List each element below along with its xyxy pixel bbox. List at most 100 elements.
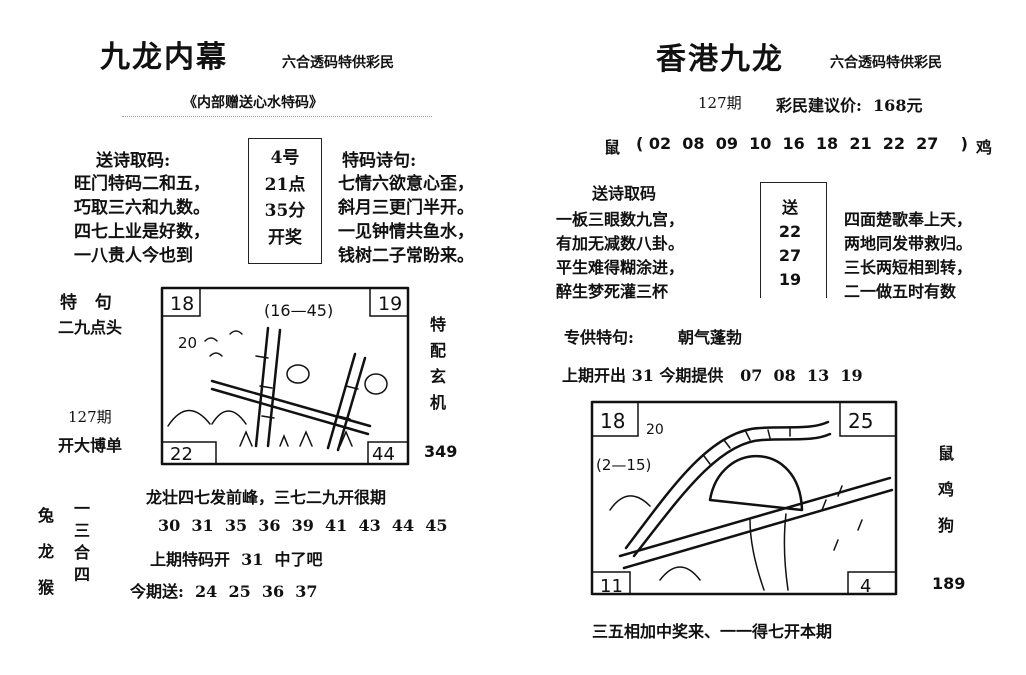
right-sketch-hills (609, 495, 701, 581)
left-special-label: 特 句 (60, 293, 112, 313)
right-side-char: 狗 (937, 516, 954, 535)
right-sketch-stem (749, 513, 789, 591)
right-sketch-note: (2—15) (596, 456, 651, 474)
left-corner-br: 44 (372, 444, 395, 465)
left-zodiac-char: 龙 (37, 542, 54, 561)
left-time-box (248, 138, 322, 264)
left-time-text: 4号 21点 35分 开奖 (256, 144, 314, 252)
left-corner-tr: 19 (378, 293, 402, 315)
left-poem-line: 钱树二子常盼来。 (338, 246, 474, 266)
right-poem-line: 二一做五时有数 (844, 282, 957, 301)
right-poem-line: 四面楚歌奉上天， (844, 210, 973, 229)
right-box-text: 送 22 27 19 (768, 196, 812, 292)
left-corner-br-box (367, 441, 409, 465)
right-box-left-line (760, 182, 761, 298)
right-corner-bl: 11 (600, 576, 623, 596)
left-side-char: 特 (429, 315, 446, 334)
left-sketch-mark: 20 (178, 334, 197, 352)
left-today-send: 今期送: 24 25 36 37 (130, 582, 318, 601)
left-poem-line: 一见钟情共鱼水， (338, 222, 474, 242)
left-numbers: 30 31 35 36 39 41 43 44 45 (158, 516, 448, 535)
left-zodiac-char: 三 (73, 521, 90, 540)
right-sketch-beam (618, 476, 894, 570)
left-subtitle: 六合透码特供彩民 (282, 55, 394, 71)
right-poem-line: 两地同发带救归。 (844, 234, 973, 253)
right-title: 香港九龙 (656, 42, 784, 77)
left-send-poem: 旺门特码二和五， 巧取三六和九数。 四七上业是好数， 一八贵人今也到 (74, 172, 210, 268)
left-corner-tl-box (161, 287, 201, 317)
left-zodiac-char: 合 (73, 543, 90, 562)
left-sketch-pole-1-nodes (255, 355, 275, 419)
right-box-top-line (760, 182, 826, 183)
right-sketch-grass (821, 485, 863, 551)
right-send-line: 一板三眼数九宫， (556, 210, 685, 229)
right-send-poem: 一板三眼数九宫， 有加无减数八卦。 平生难得糊涂进， 醉生梦死灌三杯 (556, 208, 684, 304)
right-corner-tl: 18 (600, 409, 625, 433)
left-big-bet: 开大博单 (58, 436, 123, 455)
left-corner-bl-box (161, 441, 217, 465)
right-send-line: 有加无减数八卦。 (556, 234, 685, 253)
left-special-phrase: 二九点头 (58, 318, 123, 337)
left-time-line: 35分 (264, 201, 306, 221)
left-side-number: 349 (424, 442, 458, 461)
right-last-provide: 上期开出 31 今期提供 07 08 13 19 (562, 366, 863, 385)
left-send-line: 一八贵人今也到 (74, 246, 193, 266)
right-sketch-dragon-bottom (632, 432, 832, 558)
left-period: 127期 (68, 408, 112, 426)
left-zodiac-char: 一 (73, 499, 90, 518)
left-sketch-frame (160, 286, 410, 466)
right-send-line: 醉生梦死灌三杯 (556, 282, 669, 301)
left-sketch-pole-2 (326, 352, 367, 452)
right-sketch: 18 25 11 4 (2—15) 20 (590, 400, 898, 596)
right-sketch-dragon-top (624, 420, 830, 550)
left-sketch-crossbar (210, 379, 372, 436)
right-sketch-sun (708, 454, 804, 512)
right-side-char: 鸡 (937, 480, 954, 499)
right-sketch-frame (590, 400, 898, 596)
right-side-vertical: 鼠 鸡 狗 (936, 436, 956, 544)
left-sketch-note: (16—45) (264, 301, 333, 320)
right-corner-br-box (847, 571, 897, 595)
left-side-char: 机 (429, 393, 446, 412)
left-send-label: 送诗取码: (96, 151, 171, 171)
left-poem-line: 斜月三更门半开。 (338, 198, 474, 218)
left-side-vertical: 特 配 玄 机 (428, 312, 448, 416)
right-send-label: 送诗取码 (592, 184, 657, 203)
left-title: 九龙内幕 (100, 40, 228, 75)
right-period: 127期 (698, 94, 742, 112)
left-time-line: 21点 (264, 175, 306, 195)
right-price: 彩民建议价: 168元 (776, 96, 923, 115)
left-time-line: 开奖 (268, 228, 302, 248)
right-subtitle: 六合透码特供彩民 (830, 55, 942, 71)
right-sketch-mark: 20 (646, 422, 664, 438)
right-rat-start: 鼠 (604, 138, 621, 157)
right-corner-tl-box (591, 401, 639, 437)
left-sketch-waves (204, 330, 243, 357)
right-corner-tr: 25 (848, 409, 873, 433)
right-side-char: 鼠 (937, 444, 954, 463)
left-side-char: 玄 (429, 367, 446, 386)
left-dotted-divider (122, 116, 432, 117)
left-side-char: 配 (429, 341, 446, 360)
left-last-period: 上期特码开 31 中了吧 (150, 550, 323, 569)
left-banner: 《内部赠送心水特码》 (183, 95, 323, 111)
right-box-right-line (826, 182, 827, 298)
left-sketch-fish-1 (286, 364, 310, 384)
right-box-line: 27 (778, 246, 802, 265)
right-rat-end: 鸡 (976, 138, 993, 157)
left-corner-tr-box (369, 287, 409, 317)
left-poem-line: 七情六欲意心歪， (338, 174, 474, 194)
right-special-label: 专供特句: (564, 328, 634, 347)
right-corner-br: 4 (860, 576, 871, 596)
left-dragon-phrase: 龙壮四七发前峰，三七二九开很期 (146, 488, 387, 507)
left-zodiac-char: 猴 (37, 578, 54, 597)
right-box-line: 22 (778, 222, 802, 241)
left-poem-label: 特码诗句: (342, 151, 417, 171)
left-time-line: 4号 (270, 148, 300, 168)
left-zodiac-col1: 兔 龙 猴 (36, 498, 56, 606)
right-side-number: 189 (932, 574, 966, 593)
right-corner-bl-box (591, 571, 631, 595)
left-sketch-grass (239, 430, 353, 447)
left-zodiac-col2: 一 三 合 四 (72, 498, 92, 586)
left-sketch: 18 19 22 44 (16—45) 20 (160, 286, 410, 466)
